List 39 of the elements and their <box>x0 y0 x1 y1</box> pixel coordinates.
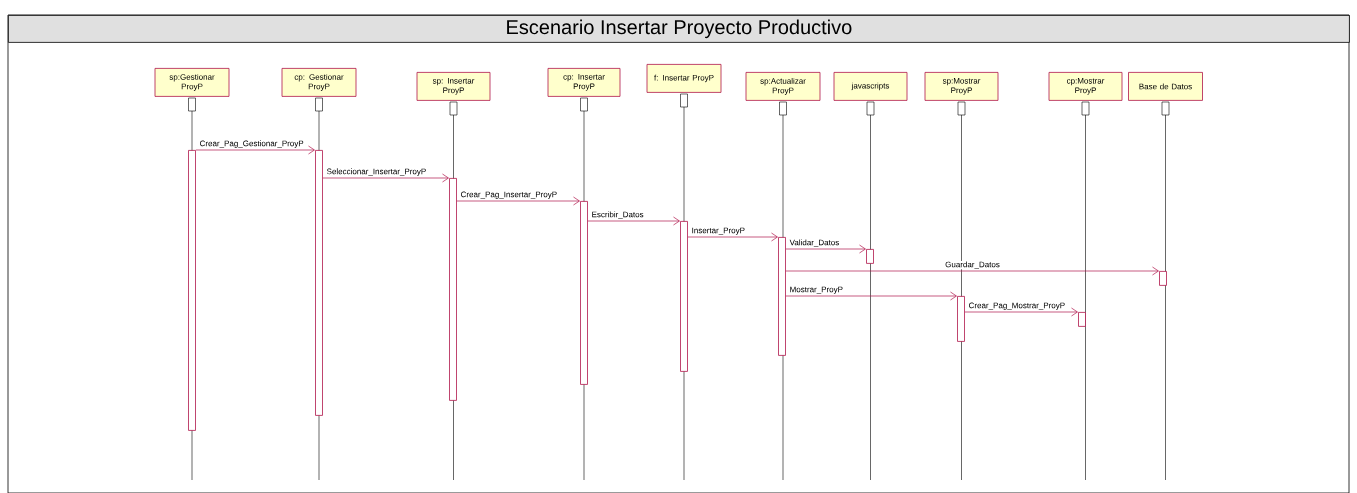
message-label: Guardar_Datos <box>945 261 1000 269</box>
object-box: javascripts <box>833 72 908 101</box>
object-box: cp: Gestionar ProyP <box>281 68 357 97</box>
object-box: sp: Insertar ProyP <box>416 72 491 101</box>
activation-bar <box>188 150 196 431</box>
object-box: Base de Datos <box>1128 72 1203 101</box>
object-box: sp:Mostrar ProyP <box>924 72 999 101</box>
title-band: Escenario Insertar Proyecto Productivo <box>8 15 1350 43</box>
message-label: Mostrar_ProyP <box>790 286 843 294</box>
activation-bar <box>778 237 786 356</box>
activation-bar <box>1078 312 1086 327</box>
message-label: Validar_Datos <box>789 239 839 247</box>
message-label: Crear_Pag_Insertar_ProyP <box>461 191 557 199</box>
message-arrow <box>456 196 580 206</box>
object-box: sp:Actualizar ProyP <box>745 72 821 101</box>
object-box: cp: Insertar ProyP <box>547 68 621 97</box>
message-arrow <box>785 244 866 254</box>
object-box: sp:Gestionar ProyP <box>154 68 230 97</box>
message-label: Crear_Pag_Mostrar_ProyP <box>969 302 1065 310</box>
activation-bar <box>580 201 588 385</box>
activation-bar <box>315 150 323 416</box>
message-arrow <box>322 173 449 183</box>
message-label: Insertar_ProyP <box>692 227 745 235</box>
message-label: Crear_Pag_Gestionar_ProyP <box>200 140 304 148</box>
message-arrow <box>964 307 1078 317</box>
message-arrow <box>195 145 315 155</box>
activation-bar <box>449 178 457 401</box>
message-label: Escribir_Datos <box>592 211 644 219</box>
object-box: f: Insertar ProyP <box>646 64 722 93</box>
message-arrow <box>687 232 778 242</box>
message-arrow <box>785 291 957 301</box>
activation-bar <box>1159 271 1167 286</box>
activation-bar <box>957 296 965 342</box>
activation-bar <box>866 249 874 264</box>
message-arrow <box>785 266 1159 276</box>
message-label: Seleccionar_Insertar_ProyP <box>326 168 426 176</box>
object-box: cp:Mostrar ProyP <box>1048 72 1123 101</box>
message-arrow <box>587 216 680 226</box>
activation-bar <box>680 221 688 372</box>
